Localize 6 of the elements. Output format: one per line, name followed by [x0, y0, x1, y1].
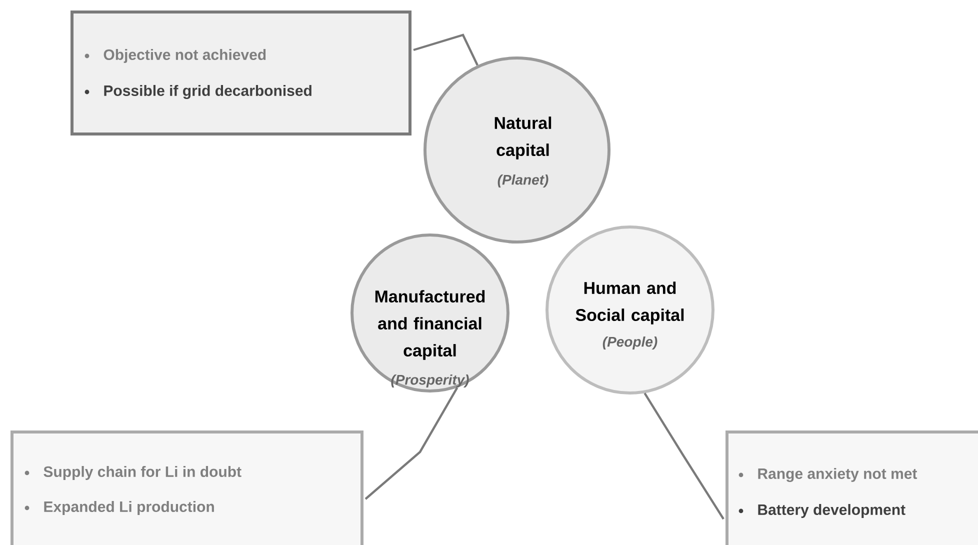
leader-line: [364, 387, 458, 500]
callout-box: Supply chain for Li in doubt Expanded Li production: [10, 430, 364, 545]
callout-box: Range anxiety not met Battery development: [726, 430, 978, 545]
leader-line: [644, 392, 724, 520]
leader-line: [413, 34, 478, 66]
callout-box: Objective not achieved Possible if grid decarbonised: [70, 10, 412, 136]
